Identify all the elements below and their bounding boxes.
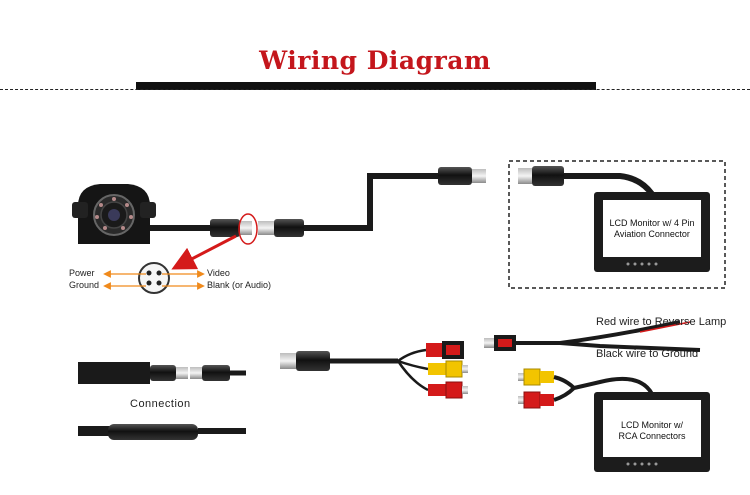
red-wire-pointer bbox=[639, 321, 691, 333]
lcd-monitor-rca bbox=[594, 392, 710, 472]
rca-monitor-red-plug bbox=[518, 391, 554, 409]
red-wire-note: Red wire to Reverse Lamp bbox=[596, 316, 727, 328]
connector-highlight-circle bbox=[238, 213, 258, 245]
title-underline-bar bbox=[136, 82, 596, 90]
black-wire-note: Black wire to Ground bbox=[596, 348, 699, 360]
rca-monitor-power-wires bbox=[516, 320, 701, 352]
aviation-monitor-dashed-box bbox=[508, 160, 726, 289]
aviation-monitor-label-line1: LCD Monitor w/ 4 Pin bbox=[609, 218, 695, 228]
connection-label: Connection bbox=[130, 398, 191, 410]
extension-cable-connector bbox=[258, 219, 304, 237]
rca-adapter-power-plug bbox=[426, 341, 464, 359]
rca-monitor-cable bbox=[553, 375, 654, 402]
rca-monitor-label: LCD Monitor w/ RCA Connectors bbox=[603, 420, 701, 442]
rca-adapter-red-plug bbox=[428, 381, 468, 399]
extension-far-connector bbox=[438, 167, 486, 185]
extension-cable bbox=[304, 173, 440, 231]
connection-illustration-top bbox=[78, 362, 246, 384]
pinout-socket bbox=[138, 262, 170, 294]
pinout-pointer-arrow bbox=[171, 234, 237, 270]
aviation-monitor-input-connector bbox=[518, 166, 564, 186]
aviation-monitor-label: LCD Monitor w/ 4 Pin Aviation Connector bbox=[603, 218, 701, 240]
pin-label-video: Video bbox=[207, 268, 230, 278]
rca-adapter-aviation-connector bbox=[280, 351, 330, 371]
camera-aviation-connector bbox=[210, 219, 252, 237]
rca-monitor-power-connector bbox=[484, 335, 516, 351]
pin-label-blank: Blank (or Audio) bbox=[207, 280, 272, 290]
aviation-monitor-cable bbox=[564, 173, 655, 196]
rca-monitor-label-line1: LCD Monitor w/ bbox=[620, 420, 683, 430]
rca-adapter-yellow-plug bbox=[428, 360, 468, 378]
diagram-title: Wiring Diagram bbox=[259, 46, 491, 75]
rca-monitor-label-line2: RCA Connectors bbox=[618, 431, 686, 441]
lcd-monitor-aviation bbox=[594, 192, 710, 272]
aviation-monitor-label-line2: Aviation Connector bbox=[614, 229, 690, 239]
camera bbox=[72, 184, 156, 244]
rca-monitor-yellow-plug bbox=[518, 368, 554, 386]
rca-adapter-split bbox=[396, 348, 429, 392]
pin-label-power: Power bbox=[69, 268, 95, 278]
connection-illustration-bottom bbox=[78, 424, 246, 440]
dotted-divider bbox=[0, 89, 750, 90]
pinout-arrows bbox=[103, 270, 205, 290]
pin-label-ground: Ground bbox=[69, 280, 100, 290]
